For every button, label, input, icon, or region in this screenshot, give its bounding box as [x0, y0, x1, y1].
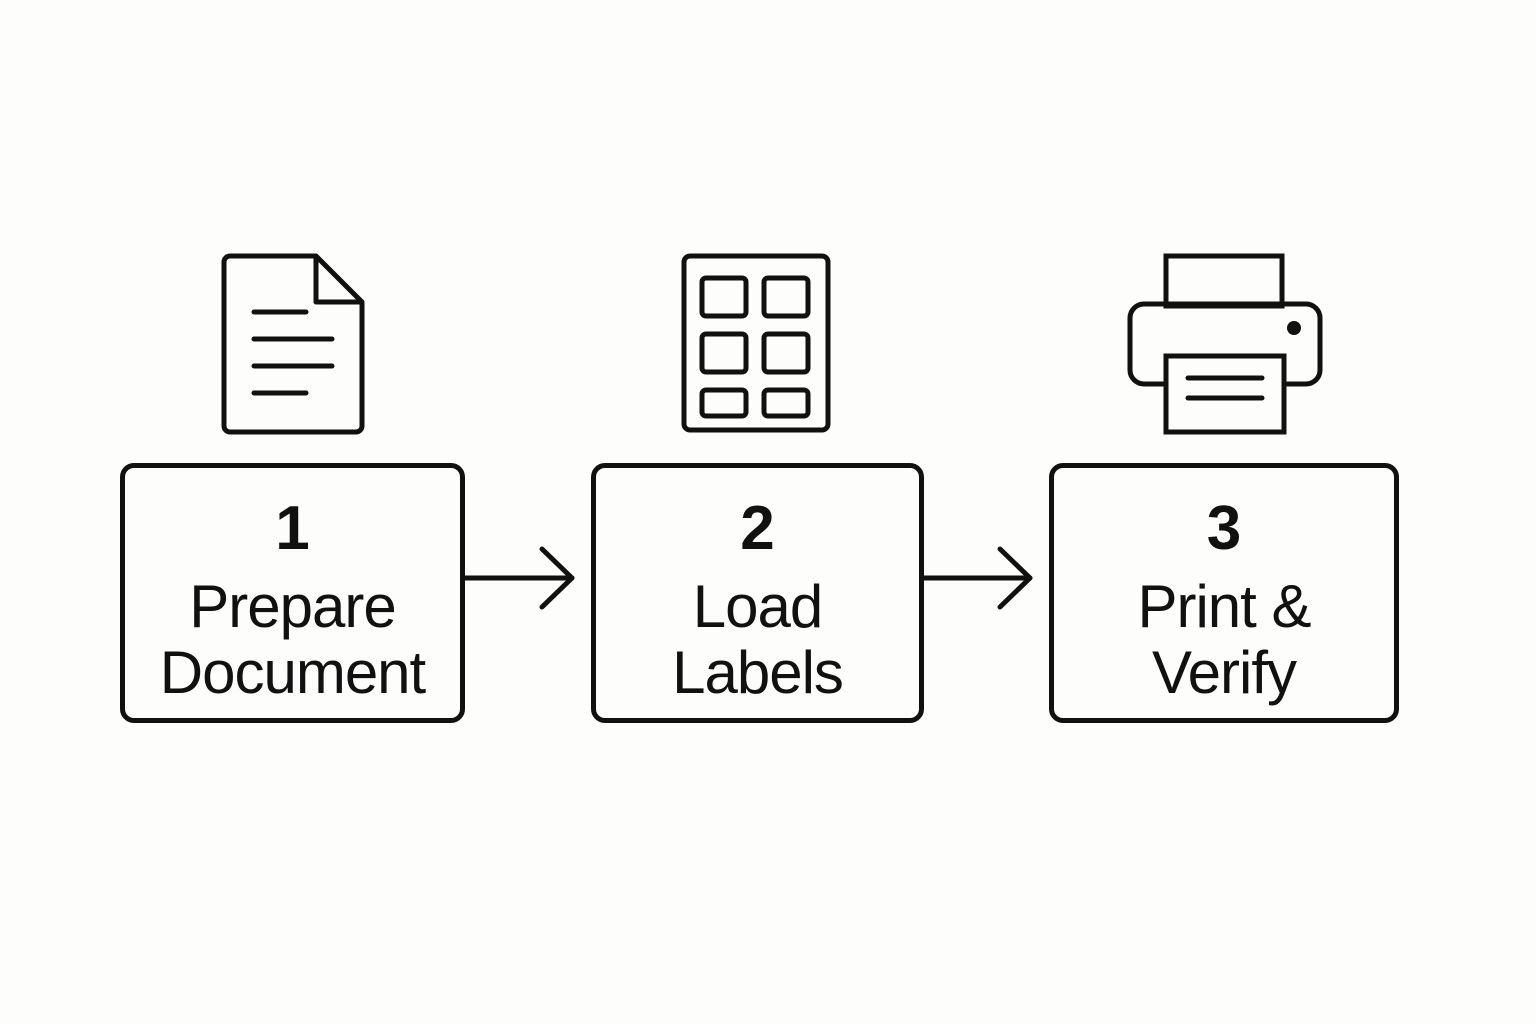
step-1-label: Prepare Document: [125, 574, 460, 706]
step-1-label-line2: Document: [159, 639, 426, 706]
step-1-label-line1: Prepare: [189, 573, 396, 640]
arrow-step-2-to-3: [922, 543, 1038, 613]
step-3-label-line2: Verify: [1151, 639, 1297, 706]
step-1-box: 1 Prepare Document: [120, 463, 465, 723]
step-2-label-line2: Labels: [672, 639, 844, 706]
step-3-number: 3: [1206, 494, 1242, 563]
step-2-box: 2 Load Labels: [591, 463, 924, 723]
step-3-label-line1: Print &: [1137, 573, 1311, 640]
step-2-label: Load Labels: [596, 574, 919, 706]
step-2-label-line1: Load: [692, 573, 823, 640]
arrow-step-1-to-2: [462, 543, 580, 613]
document-icon: [218, 250, 368, 436]
step-2-number: 2: [740, 494, 775, 563]
label-sheet-icon: [680, 252, 832, 434]
printer-icon: [1126, 252, 1324, 436]
step-1-number: 1: [275, 494, 310, 563]
step-3-label: Print & Verify: [1054, 574, 1394, 706]
step-3-box: 3 Print & Verify: [1049, 463, 1399, 723]
